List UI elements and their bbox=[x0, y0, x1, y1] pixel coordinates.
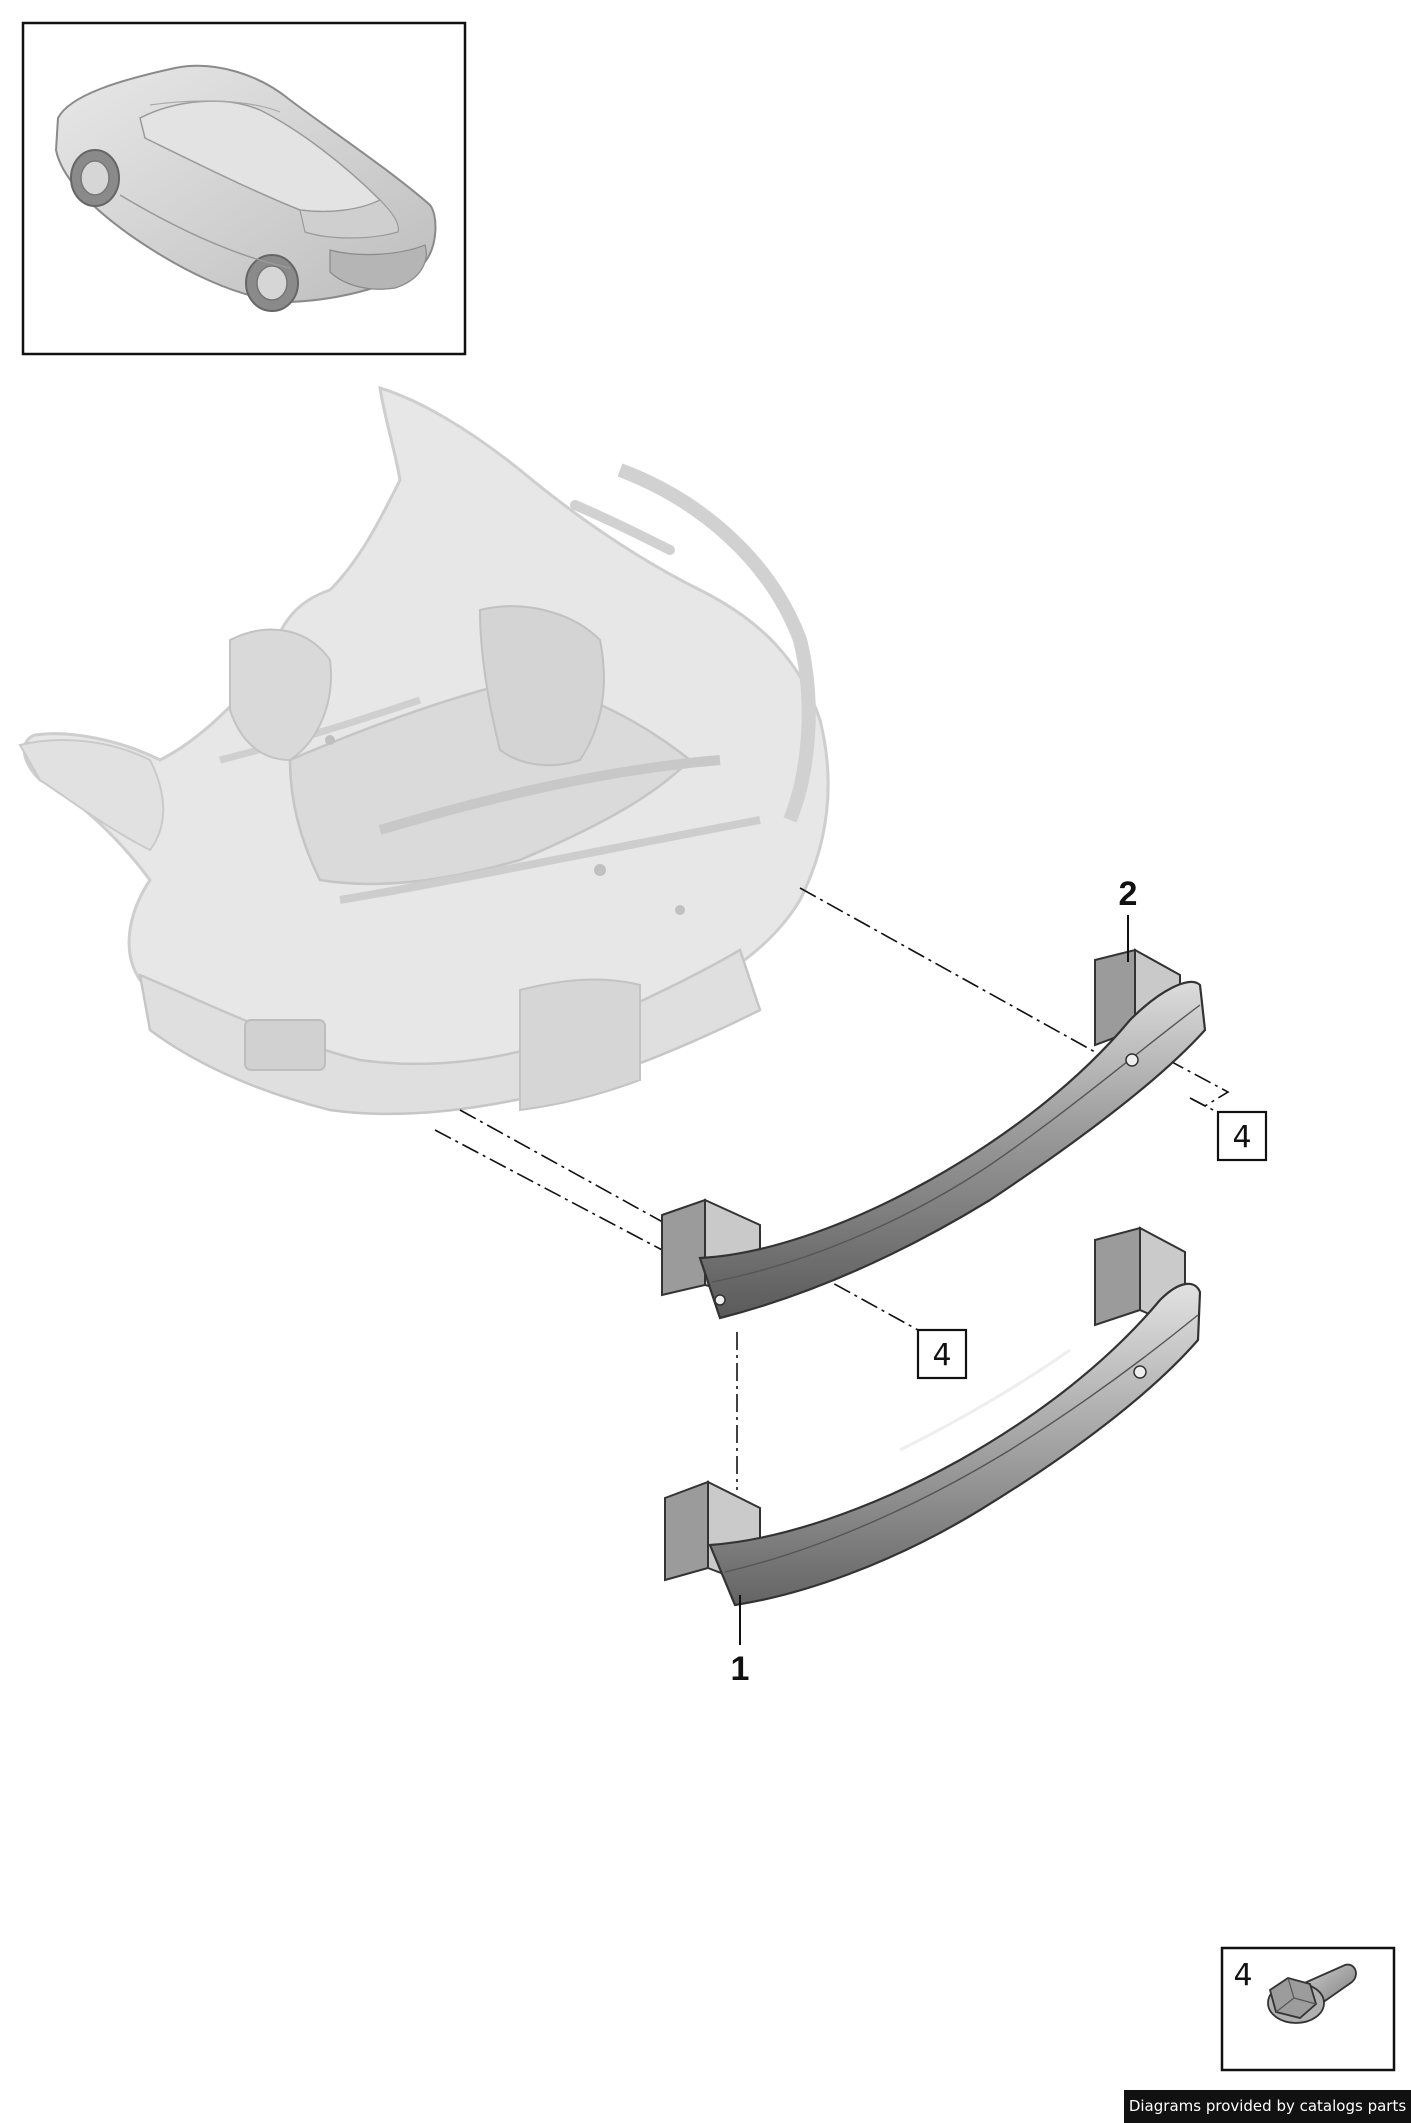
rear-body-structure bbox=[18, 385, 830, 1116]
svg-text:1: 1 bbox=[731, 1650, 750, 1688]
callout-part-2[interactable]: 2 bbox=[1119, 875, 1138, 913]
hex-bolt-icon bbox=[1267, 1963, 1357, 2024]
callout-bolt-ref-upper[interactable]: 4 bbox=[1216, 1110, 1268, 1162]
svg-text:4: 4 bbox=[1232, 1120, 1251, 1155]
svg-text:4: 4 bbox=[1233, 1958, 1252, 1993]
svg-text:2: 2 bbox=[1119, 875, 1138, 913]
callout-part-1[interactable]: 1 bbox=[731, 1650, 750, 1688]
callout-bolt-ref-lower[interactable]: 4 bbox=[916, 1328, 968, 1380]
vehicle-overview-icon bbox=[54, 64, 437, 312]
bumper-carrier-beam-1 bbox=[664, 1226, 1202, 1607]
bumper-carrier-beam-2 bbox=[661, 948, 1207, 1320]
diagram-credit: Diagrams provided by catalogs parts bbox=[1124, 2090, 1411, 2123]
svg-text:4: 4 bbox=[932, 1338, 951, 1373]
callout-leaders bbox=[739, 915, 1129, 1645]
legend-bolt: 4 bbox=[1220, 1946, 1396, 2072]
vehicle-overview-thumbnail bbox=[21, 21, 467, 356]
